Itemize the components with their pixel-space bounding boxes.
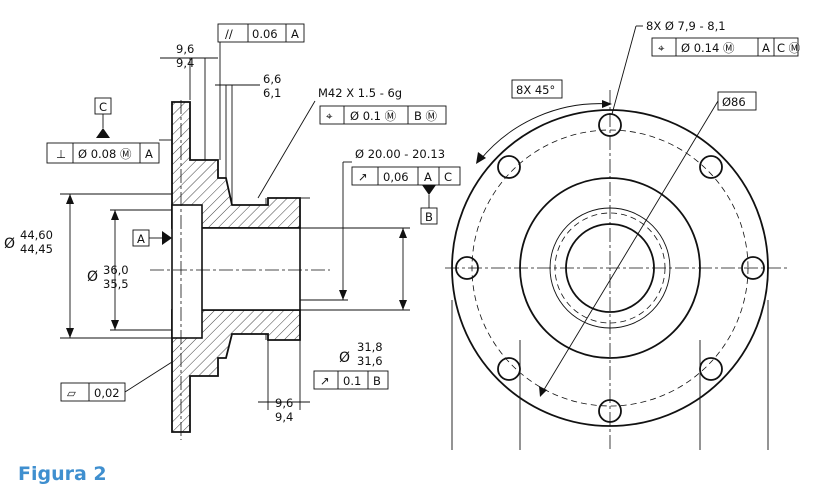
svg-text:Ø: Ø [87, 269, 98, 285]
datum-a: A [132, 229, 172, 247]
svg-text:9,6: 9,6 [275, 396, 293, 410]
angle-note: 8X 45° [476, 79, 612, 164]
svg-text:44,60: 44,60 [20, 228, 53, 242]
svg-text:6,1: 6,1 [263, 86, 281, 100]
bolt-hole [455, 256, 479, 280]
svg-text:Ø: Ø [4, 236, 15, 252]
svg-text:0.1: 0.1 [343, 374, 361, 388]
parallelism-symbol: // [225, 27, 233, 41]
bolt-circle-callout: Ø86 [539, 91, 757, 397]
svg-text:A: A [137, 232, 145, 246]
svg-text:Ø 0.1 Ⓜ: Ø 0.1 Ⓜ [350, 109, 397, 123]
bolt-hole [497, 357, 521, 381]
svg-text:B Ⓜ: B Ⓜ [414, 109, 438, 123]
svg-text:C: C [99, 100, 107, 114]
dim-bottom-width: 9,6 9,4 [258, 340, 310, 424]
svg-text:44,45: 44,45 [20, 242, 53, 256]
svg-text:↗: ↗ [358, 170, 368, 184]
datum-c: C [94, 97, 112, 138]
svg-text:Ø 20.00 - 20.13: Ø 20.00 - 20.13 [355, 147, 445, 161]
circular-runout-frame: ↗ 0,06 A C [300, 166, 461, 199]
svg-text:▱: ▱ [67, 386, 76, 400]
dim-hub-diameter: Ø 31,8 31,6 [300, 227, 410, 368]
parallelism-datum: A [291, 27, 299, 41]
flatness-frame: ▱ 0,02 [60, 361, 173, 402]
parallelism-frame: // 0.06 A [217, 23, 305, 160]
svg-text:31,8: 31,8 [357, 340, 383, 354]
svg-text:⊥: ⊥ [56, 147, 66, 161]
svg-text:A: A [145, 147, 153, 161]
parallelism-tolerance: 0.06 [252, 27, 278, 41]
svg-text:35,5: 35,5 [103, 277, 129, 291]
hub-circle [519, 177, 701, 359]
side-section-view: // 0.06 A 9,6 9,4 6,6 6,1 M42 X 1.5 - 6g [4, 23, 461, 440]
figure-caption: Figura 2 [18, 463, 107, 485]
svg-text:9,6: 9,6 [176, 42, 194, 56]
holes-note: 8X Ø 7,9 - 8,1 ⌖ Ø 0.14 Ⓜ A C Ⓜ [611, 19, 801, 115]
svg-text:A: A [424, 170, 432, 184]
svg-text:36,0: 36,0 [103, 263, 129, 277]
svg-text:A: A [762, 41, 770, 55]
outer-flange-circle [451, 109, 769, 427]
thread-note: M42 X 1.5 - 6g [318, 86, 402, 100]
svg-text:8X Ø 7,9 - 8,1: 8X Ø 7,9 - 8,1 [646, 19, 726, 33]
bore-circle [565, 223, 655, 313]
bolt-hole [598, 113, 622, 137]
svg-text:0,06: 0,06 [383, 170, 409, 184]
svg-text:B: B [425, 210, 433, 224]
thread-callout: M42 X 1.5 - 6g ⌖ Ø 0.1 Ⓜ B Ⓜ [257, 86, 447, 199]
svg-text:B: B [373, 374, 381, 388]
technical-drawing: // 0.06 A 9,6 9,4 6,6 6,1 M42 X 1.5 - 6g [4, 19, 801, 450]
svg-text:Ø: Ø [339, 350, 350, 366]
bolt-holes [455, 113, 765, 423]
dim-bore2: Ø 20.00 - 20.13 [300, 147, 445, 301]
dim-flange-thickness: 9,6 9,4 [160, 42, 218, 160]
dim-neck-width: 6,6 6,1 [215, 72, 281, 205]
front-view: 8X Ø 7,9 - 8,1 ⌖ Ø 0.14 Ⓜ A C Ⓜ 8X 45° Ø… [445, 19, 801, 450]
svg-text:Ø 0.08 Ⓜ: Ø 0.08 Ⓜ [78, 147, 132, 161]
bolt-circle [471, 129, 749, 407]
svg-text:Ø86: Ø86 [722, 95, 746, 109]
svg-text:C: C [444, 170, 452, 184]
bolt-hole [598, 399, 622, 423]
svg-text:↗: ↗ [320, 374, 330, 388]
svg-text:C Ⓜ: C Ⓜ [777, 41, 801, 55]
svg-text:9,4: 9,4 [275, 410, 293, 424]
bolt-hole [497, 155, 521, 179]
svg-text:31,6: 31,6 [357, 354, 383, 368]
svg-text:0,02: 0,02 [94, 386, 120, 400]
svg-text:8X 45°: 8X 45° [516, 83, 555, 97]
total-runout-frame: ↗ 0.1 B [313, 370, 389, 390]
dim-bore-diameter: Ø 36,0 35,5 [87, 209, 172, 331]
bolt-hole [741, 256, 765, 280]
svg-text:Ø 0.14 Ⓜ: Ø 0.14 Ⓜ [681, 41, 735, 55]
perpendicularity-frame: ⊥ Ø 0.08 Ⓜ A [46, 139, 172, 164]
dim-flange-diameter: Ø 44,60 44,45 [4, 193, 172, 339]
bolt-hole [699, 357, 723, 381]
svg-text:⌖: ⌖ [326, 109, 333, 123]
datum-b: B [420, 185, 438, 225]
svg-text:⌖: ⌖ [658, 41, 665, 55]
bolt-hole [699, 155, 723, 179]
svg-text:6,6: 6,6 [263, 72, 281, 86]
